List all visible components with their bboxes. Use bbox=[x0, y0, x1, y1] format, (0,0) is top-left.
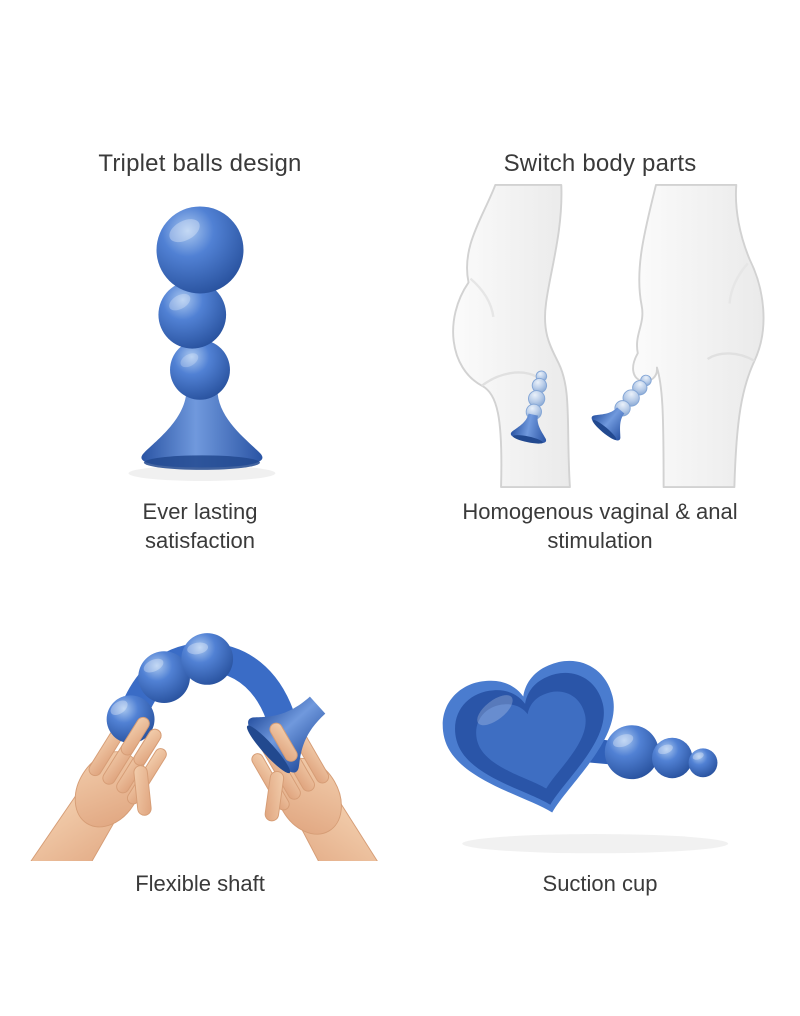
feature-grid: Triplet balls design Ever lasting satisfa… bbox=[0, 150, 800, 898]
beaded-product-graphic bbox=[128, 206, 276, 481]
panel-triplet-balls-design: Triplet balls design Ever lasting satisfa… bbox=[0, 150, 400, 555]
panel-switch-body-parts: Switch body parts Homogenous vaginal & a… bbox=[400, 150, 800, 555]
panel-caption-flexible: Flexible shaft bbox=[135, 870, 265, 896]
flexible-shaft-illustration bbox=[22, 609, 378, 861]
panel-caption-triplet: Ever lasting satisfaction bbox=[143, 497, 258, 555]
panel-suction-cup: Suction cup bbox=[400, 609, 800, 898]
caption-line-1: Homogenous vaginal & anal bbox=[462, 498, 738, 524]
suction-cup-illustration bbox=[441, 609, 759, 861]
panel-caption-suction: Suction cup bbox=[542, 870, 658, 896]
hands-flexing-graphic bbox=[22, 632, 378, 861]
panel-title-triplet: Triplet balls design bbox=[98, 150, 302, 177]
caption-line-2: satisfaction bbox=[144, 527, 256, 553]
panel-flexible-shaft: Flexible shaft bbox=[0, 609, 400, 898]
panel-caption-switch: Homogenous vaginal & anal stimulation bbox=[462, 497, 737, 555]
triplet-balls-illustration bbox=[84, 183, 316, 489]
caption-line-1: Ever lasting bbox=[142, 498, 258, 524]
caption-line-2: stimulation bbox=[547, 527, 653, 553]
body-silhouettes-graphic bbox=[451, 183, 764, 488]
panel-title-switch: Switch body parts bbox=[503, 150, 697, 177]
suction-cup-graphic bbox=[441, 653, 729, 854]
switch-body-parts-illustration bbox=[428, 183, 773, 489]
